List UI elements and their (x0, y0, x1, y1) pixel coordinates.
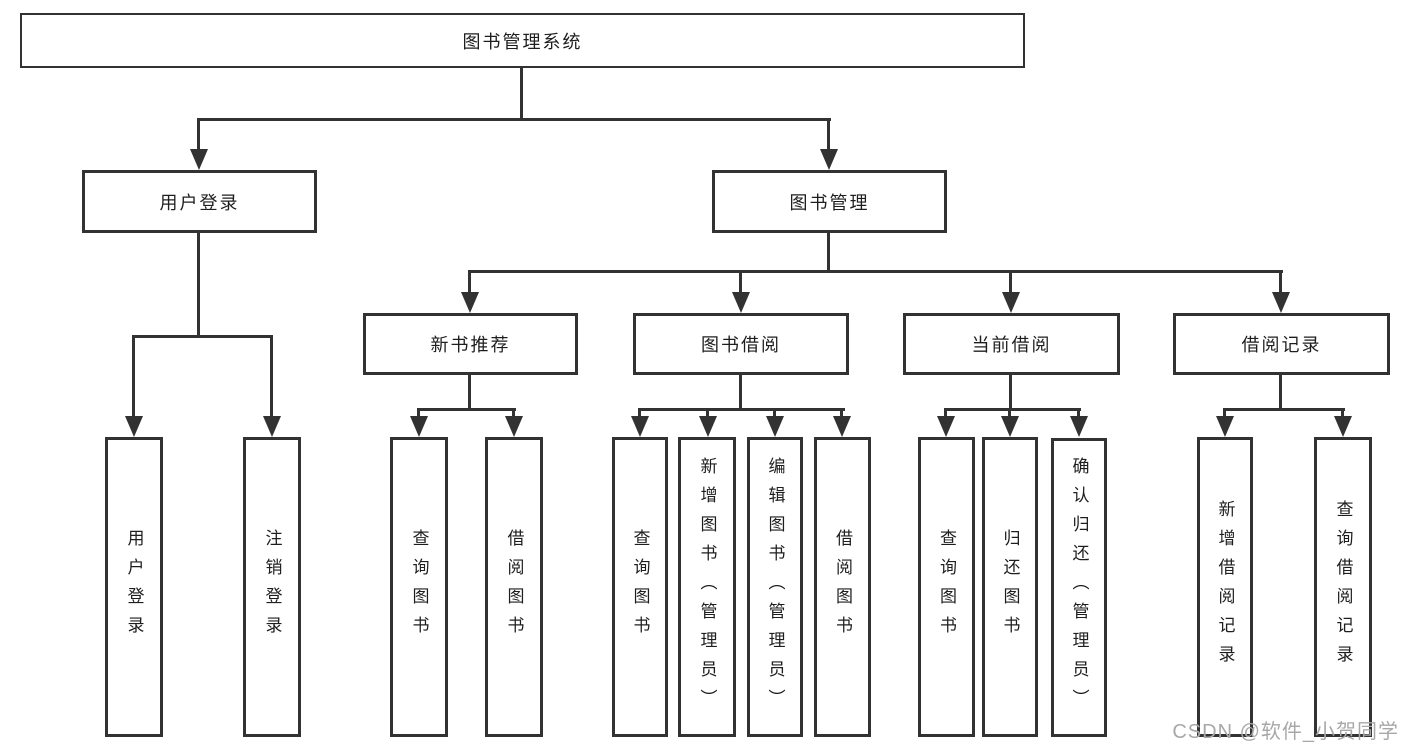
connector-line (1223, 408, 1226, 420)
leaf-query-books-current: 查询图书 (918, 437, 975, 737)
arrow-down-icon (937, 416, 955, 437)
node-book-borrowing: 图书借阅 (633, 313, 849, 375)
leaf-query-books-recommend-label: 查询图书 (409, 529, 429, 645)
leaf-borrow-books-recommend: 借阅图书 (485, 437, 543, 737)
node-book-borrowing-label: 图书借阅 (701, 335, 781, 355)
node-user-login: 用户登录 (82, 170, 317, 233)
leaf-confirm-return-admin: 确认归还（管理员） (1051, 438, 1107, 737)
leaf-query-books-recommend: 查询图书 (390, 437, 448, 737)
connector-line (773, 408, 776, 420)
arrow-down-icon (732, 292, 750, 313)
arrow-down-icon (461, 292, 479, 313)
connector-line (827, 233, 830, 272)
connector-line (197, 233, 200, 335)
connector-line (638, 408, 845, 411)
connector-line (1279, 375, 1282, 411)
arrow-down-icon (263, 416, 281, 437)
node-root: 图书管理系统 (20, 13, 1025, 68)
leaf-return-book-label: 归还图书 (1000, 529, 1020, 645)
connector-line (840, 408, 843, 420)
arrow-down-icon (505, 416, 523, 437)
leaf-user-login-label: 用户登录 (124, 529, 144, 645)
connector-line (739, 375, 742, 411)
connector-line (706, 408, 709, 420)
leaf-add-borrow-record: 新增借阅记录 (1197, 437, 1253, 737)
node-new-book-recommendation-label: 新书推荐 (430, 335, 511, 355)
connector-line (197, 118, 831, 121)
connector-line (468, 270, 1283, 273)
connector-line (270, 335, 273, 418)
leaf-logout: 注销登录 (243, 437, 301, 737)
leaf-borrow-books-borrowing: 借阅图书 (814, 437, 871, 737)
node-current-borrowing-label: 当前借阅 (971, 335, 1052, 355)
leaf-edit-book-admin-label: 编辑图书（管理员） (765, 456, 785, 718)
arrow-down-icon (820, 149, 838, 170)
leaf-add-book-admin-label: 新增图书（管理员） (697, 456, 717, 718)
connector-line (520, 66, 523, 118)
arrow-down-icon (766, 416, 784, 437)
connector-line (197, 118, 200, 152)
leaf-query-books-current-label: 查询图书 (937, 529, 956, 645)
connector-line (944, 408, 1081, 411)
connector-line (468, 375, 471, 411)
leaf-return-book: 归还图书 (982, 437, 1038, 737)
connector-line (417, 408, 420, 420)
arrow-down-icon (833, 416, 851, 437)
arrow-down-icon (1216, 416, 1234, 437)
connector-line (944, 408, 947, 420)
leaf-query-borrow-record: 查询借阅记录 (1314, 437, 1372, 737)
connector-line (739, 270, 742, 294)
arrow-down-icon (125, 416, 143, 437)
node-book-management: 图书管理 (712, 170, 947, 233)
node-user-login-label: 用户登录 (159, 192, 240, 213)
leaf-add-borrow-record-label: 新增借阅记录 (1215, 500, 1235, 674)
leaf-edit-book-admin: 编辑图书（管理员） (747, 437, 803, 737)
arrow-down-icon (1070, 416, 1088, 437)
connector-line (1009, 375, 1012, 411)
node-borrowing-records-label: 借阅记录 (1241, 335, 1322, 355)
connector-line (1009, 270, 1012, 294)
connector-line (132, 335, 273, 338)
leaf-query-books-borrowing-label: 查询图书 (630, 529, 650, 645)
arrow-down-icon (1002, 292, 1020, 313)
connector-line (1008, 408, 1011, 420)
node-book-management-label: 图书管理 (789, 192, 870, 213)
connector-line (417, 408, 516, 411)
leaf-add-book-admin: 新增图书（管理员） (678, 437, 736, 737)
leaf-borrow-books-recommend-label: 借阅图书 (504, 529, 524, 645)
leaf-query-borrow-record-label: 查询借阅记录 (1333, 500, 1353, 674)
arrow-down-icon (699, 416, 717, 437)
connector-line (1223, 408, 1345, 411)
connector-line (1279, 270, 1282, 294)
watermark: CSDN @软件_小贺同学 (1172, 721, 1399, 743)
arrow-down-icon (631, 416, 649, 437)
leaf-user-login: 用户登录 (105, 437, 163, 737)
arrow-down-icon (1334, 416, 1352, 437)
leaf-query-books-borrowing: 查询图书 (612, 437, 668, 737)
leaf-confirm-return-admin-label: 确认归还（管理员） (1069, 457, 1089, 718)
node-borrowing-records: 借阅记录 (1173, 313, 1390, 375)
node-current-borrowing: 当前借阅 (903, 313, 1120, 375)
connector-line (1077, 408, 1080, 420)
connector-line (638, 408, 641, 420)
arrow-down-icon (190, 149, 208, 170)
arrow-down-icon (1001, 416, 1019, 437)
connector-line (827, 118, 830, 152)
leaf-borrow-books-borrowing-label: 借阅图书 (833, 529, 852, 645)
connector-line (132, 335, 135, 418)
arrow-down-icon (410, 416, 428, 437)
connector-line (512, 408, 515, 420)
connector-line (1341, 408, 1344, 420)
leaf-logout-label: 注销登录 (262, 529, 282, 645)
arrow-down-icon (1272, 292, 1290, 313)
node-new-book-recommendation: 新书推荐 (363, 313, 578, 375)
node-root-label: 图书管理系统 (462, 31, 583, 52)
connector-line (468, 270, 471, 294)
